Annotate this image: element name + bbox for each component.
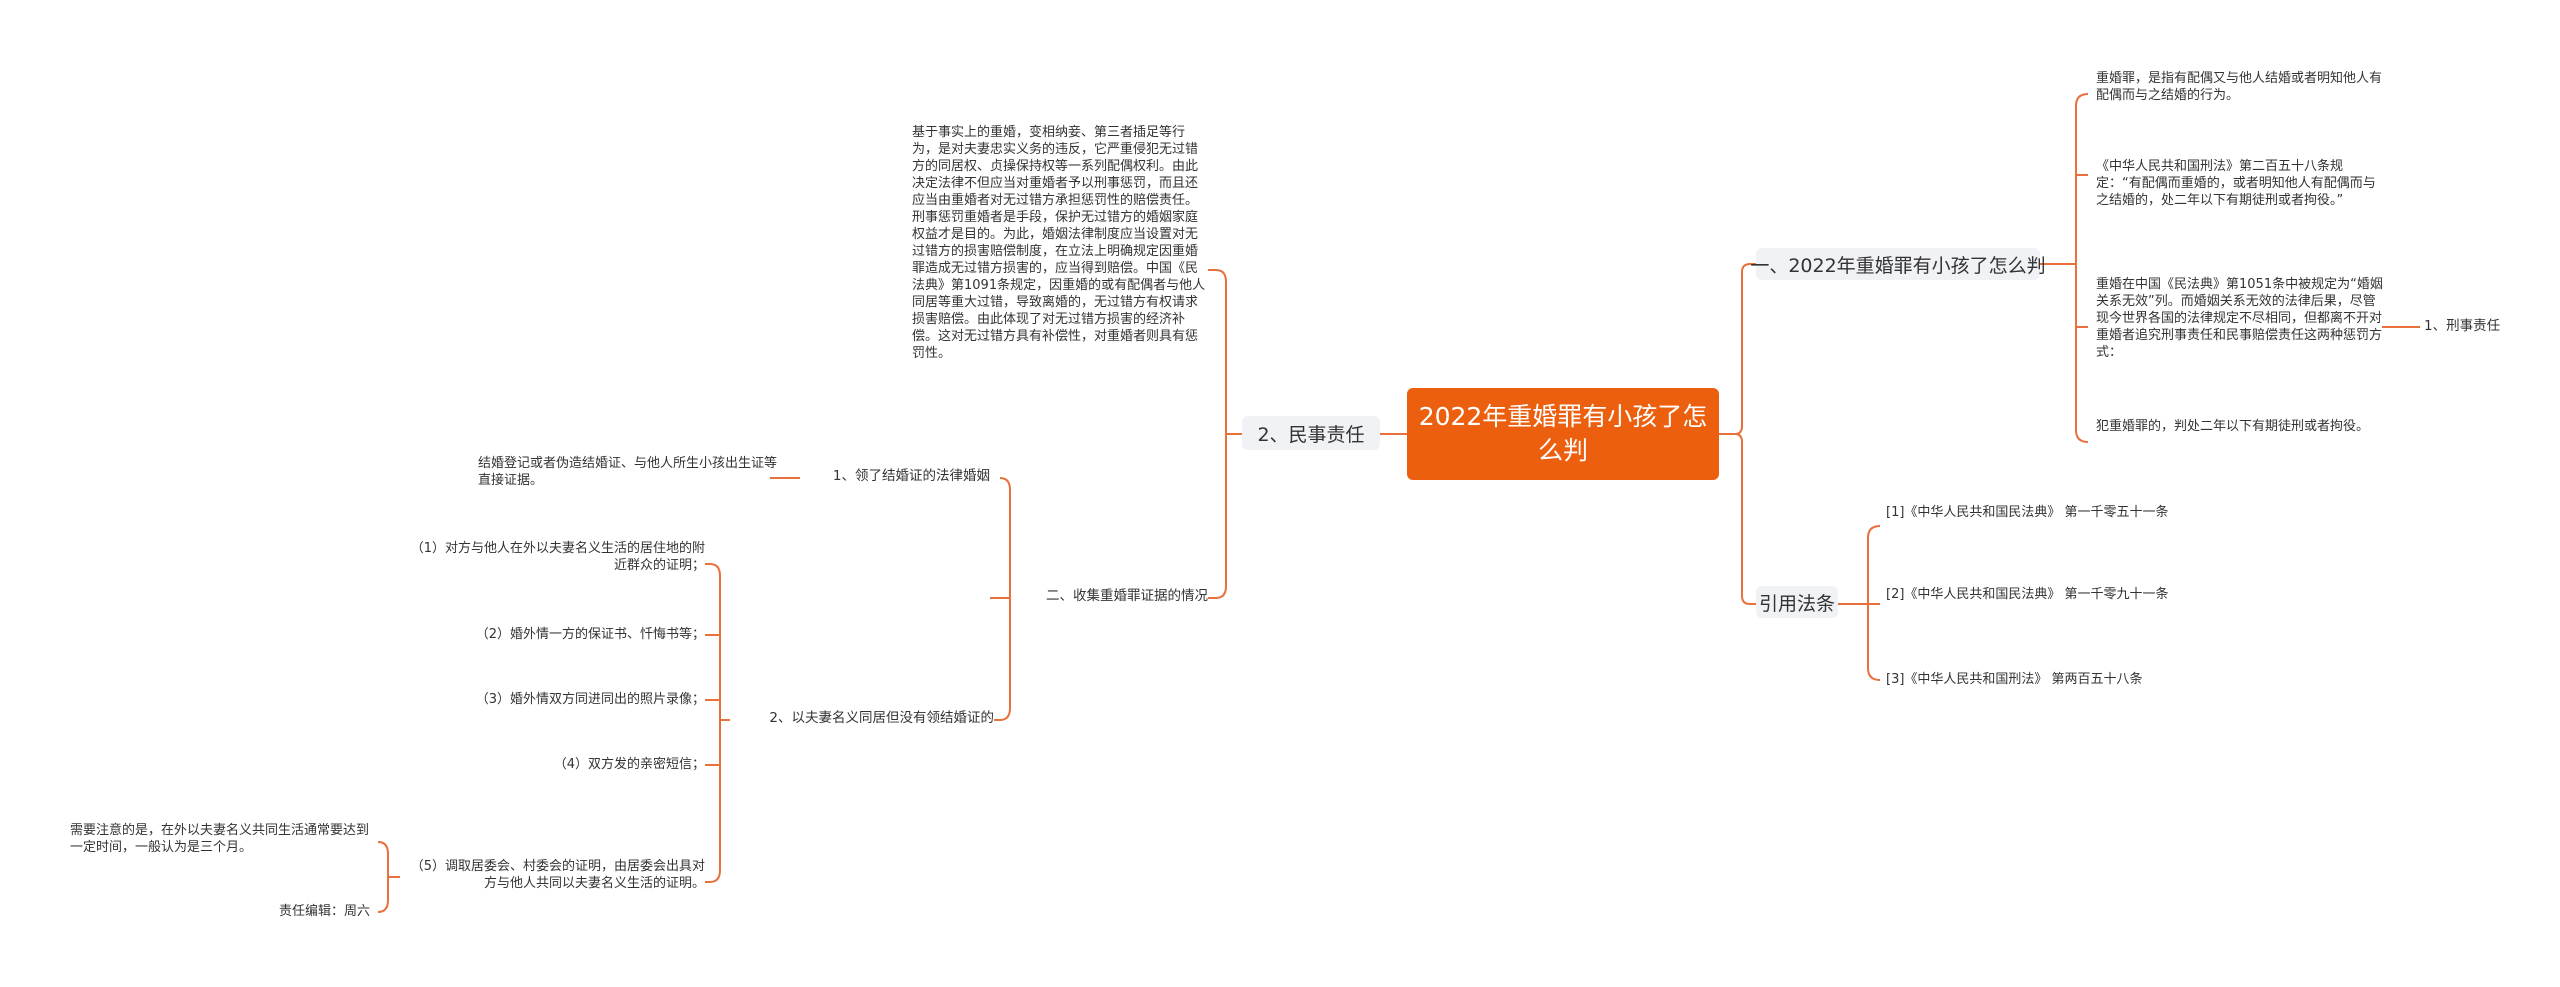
cited-law-3: [3]《中华人民共和国刑法》 第两百五十八条 <box>1886 672 2143 687</box>
evidence-collection[interactable]: 二、收集重婚罪证据的情况 <box>1046 588 1208 604</box>
item-sentence: 犯重婚罪的，判处二年以下有期徒刑或者拘役。 <box>2096 419 2370 434</box>
branch-cited-laws[interactable]: 引用法条 <box>1756 586 1838 618</box>
editor-credit: 责任编辑：周六 <box>278 904 370 919</box>
link-b-items <box>709 563 721 883</box>
cohabitation[interactable]: 2、以夫妻名义同居但没有领结婚证的 <box>769 710 994 726</box>
root-topic[interactable]: 2022年重婚罪有小孩了怎么判 <box>1407 388 1719 480</box>
civil-liability-text: 基于事实上的重婚，变相纳妾、第三者插足等行为，是对夫妻忠实义务的违反，它严重侵犯… <box>912 125 1206 361</box>
legal-marriage[interactable]: 1、领了结婚证的法律婚姻 <box>832 468 990 484</box>
evidence-item-1: （1）对方与他人在外以夫妻名义生活的居住地的附近群众的证明； <box>410 541 705 573</box>
legal-marriage-evidence: 结婚登记或者伪造结婚证、与他人所生小孩出生证等直接证据。 <box>478 456 778 488</box>
item-criminal-law-258: 《中华人民共和国刑法》第二百五十八条规定：“有配偶而重婚的，或者明知他人有配偶而… <box>2096 159 2376 208</box>
cited-law-2: [2]《中华人民共和国民法典》 第一千零九十一条 <box>1886 587 2169 602</box>
evidence-item-3: （3）婚外情双方同进同出的照片录像； <box>475 692 705 707</box>
branch-civil-liability[interactable]: 2、民事责任 <box>1242 416 1380 450</box>
sub-criminal-liability[interactable]: 1、刑事责任 <box>2424 318 2501 334</box>
item-civil-code-1051: 重婚在中国《民法典》第1051条中被规定为“婚姻关系无效”列。而婚姻关系无效的法… <box>2096 277 2383 360</box>
evidence-item-2: （2）婚外情一方的保证书、忏悔书等； <box>475 627 705 642</box>
link-root-branch2 <box>1719 433 1756 605</box>
branch-how-to-sentence[interactable]: 一、2022年重婚罪有小孩了怎么判 <box>1750 248 2046 280</box>
evidence-item-4: （4）双方发的亲密短信； <box>553 757 705 772</box>
link-root-branch1 <box>1719 263 1756 435</box>
item-bigamy-definition: 重婚罪，是指有配偶又与他人结婚或者明知他人有配偶而与之结婚的行为。 <box>2096 71 2383 103</box>
evidence-item-5: （5）调取居委会、村委会的证明，由居委会出具对方与他人共同以夫妻名义生活的证明。 <box>410 859 705 891</box>
link-note <box>377 841 389 913</box>
cited-law-1: [1]《中华人民共和国民法典》 第一千零五十一条 <box>1886 505 2169 520</box>
note-three-months: 需要注意的是，在外以夫妻名义共同生活通常要达到一定时间，一般认为是三个月。 <box>70 823 370 855</box>
